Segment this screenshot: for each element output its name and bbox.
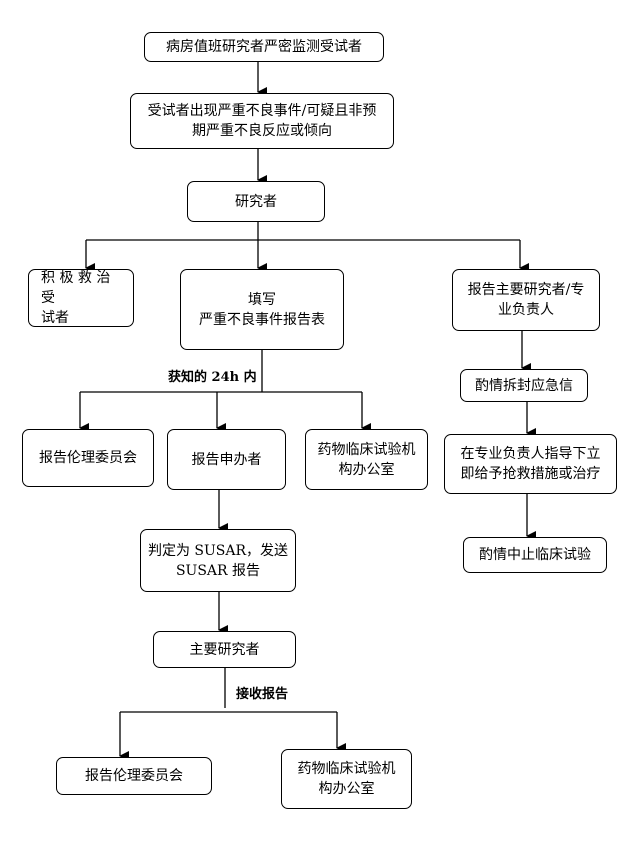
node-event: 受试者出现严重不良事件/可疑且非预 期严重不良反应或倾向	[130, 93, 394, 149]
node-fill-form: 填写 严重不良事件报告表	[180, 269, 344, 350]
node-susar: 判定为 SUSAR，发送 SUSAR 报告	[140, 529, 296, 592]
node-rescue: 积 极 救 治 受 试者	[28, 269, 134, 327]
node-main-researcher: 主要研究者	[153, 631, 296, 668]
node-monitor: 病房值班研究者严密监测受试者	[144, 32, 384, 62]
node-measures: 在专业负责人指导下立 即给予抢救措施或治疗	[444, 434, 617, 494]
node-ethics-2: 报告伦理委员会	[56, 757, 212, 795]
node-report-pi: 报告主要研究者/专 业负责人	[452, 269, 600, 331]
node-researcher: 研究者	[187, 181, 325, 222]
node-office-1: 药物临床试验机 构办公室	[305, 429, 428, 490]
node-open-letter: 酌情拆封应急信	[460, 369, 588, 402]
node-ethics-1: 报告伦理委员会	[22, 429, 154, 487]
label-within-24h: 获知的 24h 内	[168, 370, 257, 385]
node-sponsor: 报告申办者	[167, 429, 286, 490]
node-office-2: 药物临床试验机 构办公室	[281, 749, 412, 809]
label-receive-report: 接收报告	[236, 687, 289, 702]
node-stop-trial: 酌情中止临床试验	[463, 537, 607, 573]
